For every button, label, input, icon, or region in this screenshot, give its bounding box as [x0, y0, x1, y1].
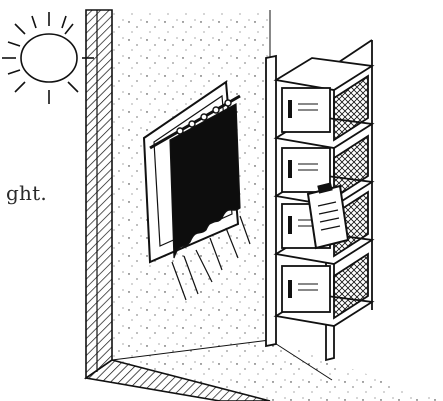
caption-fragment: ght.: [6, 181, 47, 205]
outer-wall: [86, 10, 112, 378]
sun-icon: [2, 12, 94, 104]
